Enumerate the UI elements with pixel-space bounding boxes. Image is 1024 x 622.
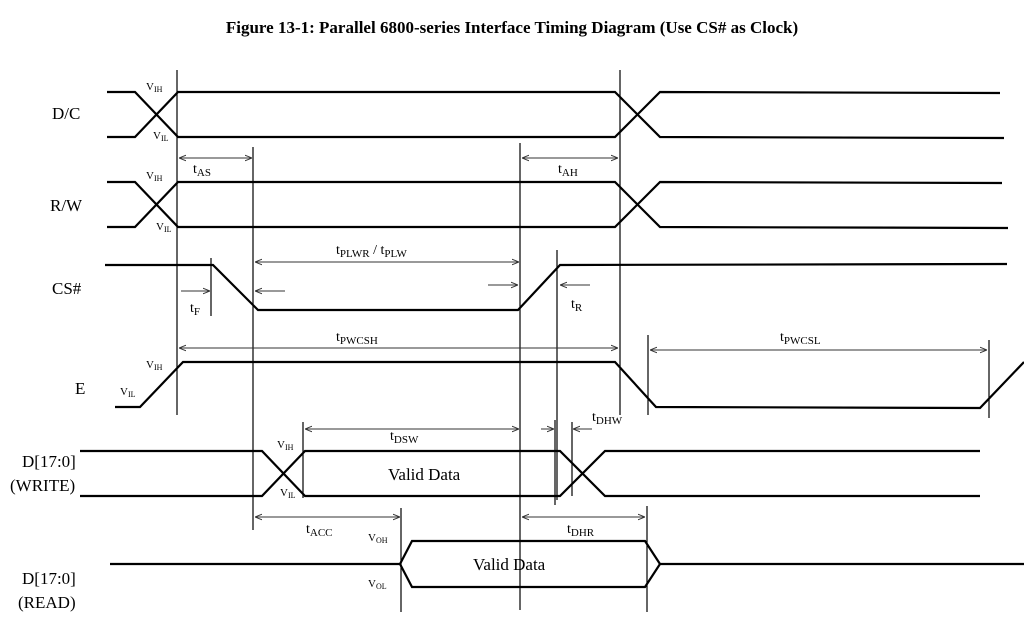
label-tf: tF xyxy=(190,301,200,318)
waveform-dc xyxy=(107,90,1005,140)
label-tas: tAS xyxy=(193,162,211,179)
signal-label-dc: D/C xyxy=(52,104,80,123)
svg-text:VIH: VIH xyxy=(146,170,163,183)
label-tpwcsl: tPWCSL xyxy=(780,330,821,347)
valid-data-read: Valid Data xyxy=(473,555,546,574)
signal-label-dread: D[17:0] xyxy=(22,569,76,588)
svg-text:VIH: VIH xyxy=(277,439,294,452)
svg-text:VIL: VIL xyxy=(153,130,169,143)
svg-text:VIL: VIL xyxy=(280,487,296,500)
timing-arrows xyxy=(179,158,987,517)
waveform-d-write xyxy=(80,449,980,498)
signal-label-e: E xyxy=(75,379,85,398)
waveform-cs xyxy=(105,262,1008,312)
waveform-rw xyxy=(107,180,1009,230)
signal-label-dwrite-mode: (WRITE) xyxy=(10,476,75,495)
svg-text:VIH: VIH xyxy=(146,359,163,372)
svg-text:VIH: VIH xyxy=(146,81,163,94)
reference-lines xyxy=(176,70,990,612)
label-tdsw: tDSW xyxy=(390,429,419,446)
label-tr: tR xyxy=(571,297,583,314)
svg-text:VOL: VOL xyxy=(368,578,387,591)
label-tah: tAH xyxy=(558,162,578,179)
signal-label-cs: CS# xyxy=(52,279,82,298)
label-tplwr-tplw: tPLWR / tPLW xyxy=(336,243,407,260)
svg-text:VOH: VOH xyxy=(368,532,388,545)
svg-text:VIL: VIL xyxy=(120,386,136,399)
label-tacc: tACC xyxy=(306,522,333,539)
valid-data-write: Valid Data xyxy=(388,465,461,484)
figure-title: Figure 13-1: Parallel 6800-series Interf… xyxy=(226,18,798,37)
signal-label-rw: R/W xyxy=(50,196,83,215)
svg-text:VIL: VIL xyxy=(156,221,172,234)
voltage-labels: VIH VIL VIH VIL VIH VIL VIH VIL VOH VOL xyxy=(120,81,388,591)
waveform-d-read xyxy=(110,539,1024,589)
signal-label-dread-mode: (READ) xyxy=(18,593,76,612)
label-tpwcsh: tPWCSH xyxy=(336,330,378,347)
label-tdhw: tDHW xyxy=(592,410,623,427)
label-tdhr: tDHR xyxy=(567,522,595,539)
signal-label-dwrite: D[17:0] xyxy=(22,452,76,471)
waveform-e xyxy=(115,360,1024,410)
